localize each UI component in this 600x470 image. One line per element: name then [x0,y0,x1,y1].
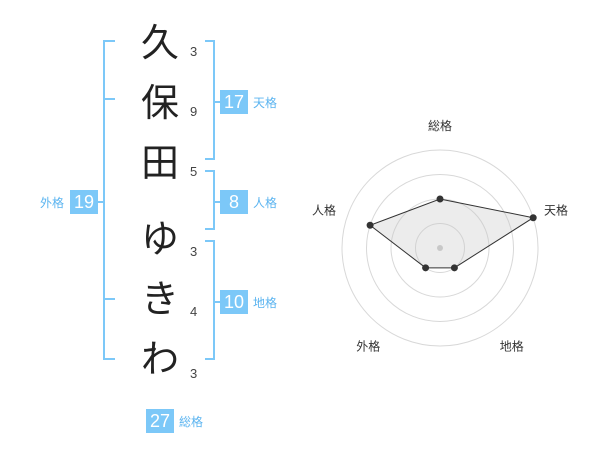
radar-axis-label: 総格 [428,118,452,133]
name-char-3: 田 [141,141,180,185]
stroke-count-1: 3 [190,44,198,59]
radar-ring [366,174,514,322]
gaikaku-value-badge: 19 [70,190,98,214]
tenkaku-value-badge: 17 [220,90,248,114]
chikaku-value-badge: 10 [220,290,248,314]
name-char-6: わ [141,337,180,381]
radar-ring [341,149,539,347]
radar-axis-label: 地格 [500,339,524,354]
radar-point-3 [450,264,458,272]
radar-data-polygon [369,198,535,269]
name-char-4: ゆ [141,217,180,261]
tenkaku-label: 天格 [253,96,278,110]
jinkaku-value-badge: 8 [220,190,248,214]
soukaku-label: 総格 [179,415,204,429]
gaikaku-label: 外格 [40,196,65,210]
radar-point-1 [436,195,444,203]
soukaku-value-badge: 27 [146,409,174,433]
name-char-2: 保 [141,81,180,125]
radar-point-2 [529,214,537,222]
radar-point-4 [422,264,430,272]
radar-axis-label: 外格 [356,339,380,354]
radar-center-dot [437,245,443,251]
radar-axis-label: 天格 [544,202,568,217]
radar-point-5 [366,221,374,229]
jinkaku-label: 人格 [253,196,278,210]
radar-axis-label: 人格 [312,202,336,217]
stroke-count-6: 3 [190,366,198,381]
chikaku-label: 地格 [253,296,278,310]
stroke-count-4: 3 [190,244,198,259]
name-char-5: き [141,277,180,321]
stroke-count-5: 4 [190,304,198,319]
stroke-count-3: 5 [190,164,198,179]
radar-ring [415,223,465,273]
name-char-1: 久 [141,21,180,65]
stroke-count-2: 9 [190,104,198,119]
